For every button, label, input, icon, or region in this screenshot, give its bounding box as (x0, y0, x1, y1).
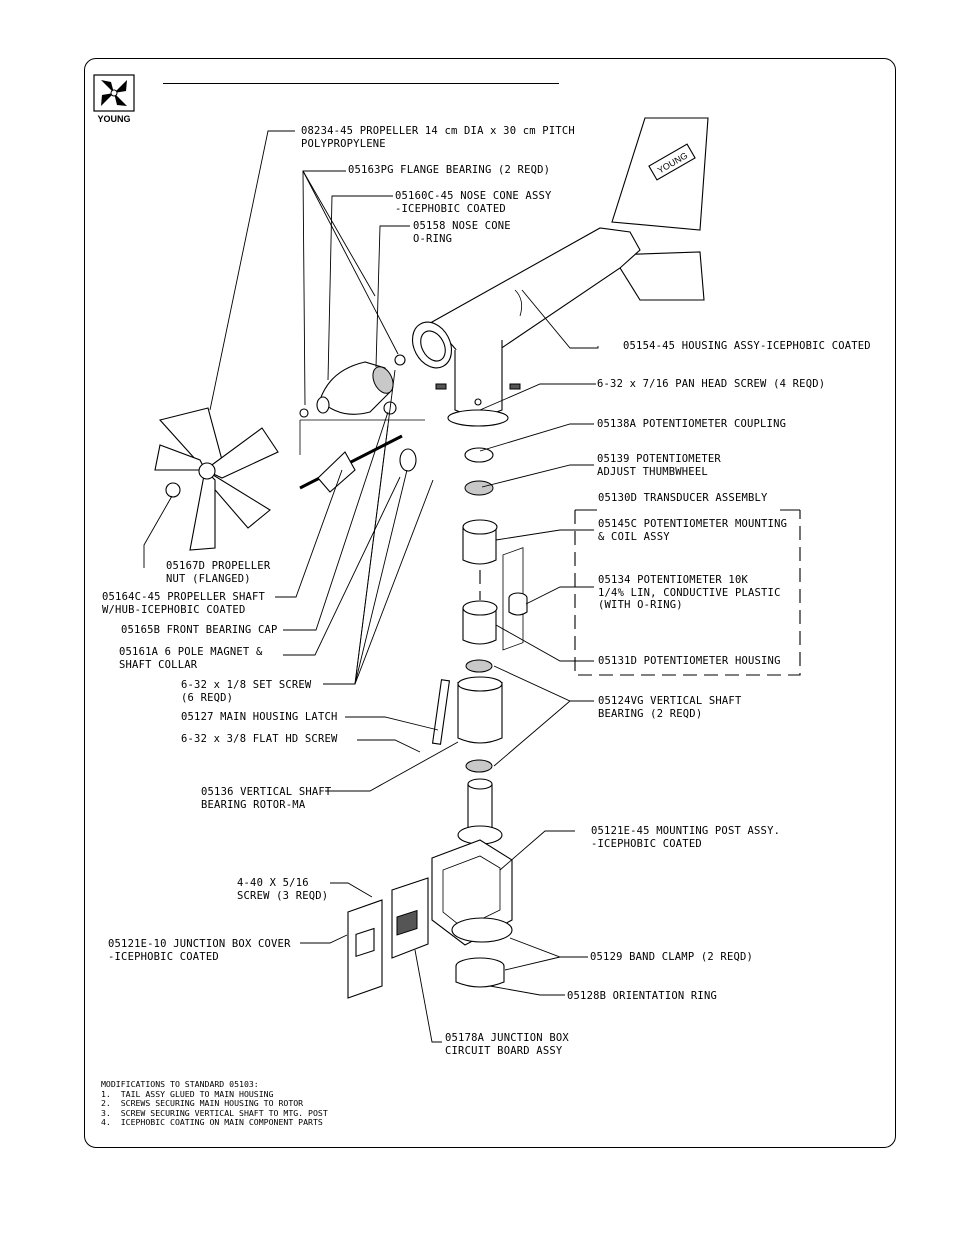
vertical-stack (431, 447, 513, 988)
housing-assembly (411, 227, 641, 427)
drawing-frame (84, 58, 896, 1148)
label-band-clamp: 05129 BAND CLAMP (2 REQD) (590, 951, 754, 963)
nose-cone-assembly (299, 354, 406, 418)
label-propeller-nut: 05167D PROPELLER NUT (FLANGED) (166, 560, 271, 585)
label-propeller-shaft: 05164C-45 PROPELLER SHAFT W/HUB-ICEPHOBI… (102, 591, 266, 616)
label-housing-assy: 05154-45 HOUSING ASSY-ICEPHOBIC COATED (623, 340, 871, 352)
tail-fin: YOUNG (611, 117, 709, 301)
leader-lines (143, 130, 599, 1043)
label-front-bearing-cap: 05165B FRONT BEARING CAP (121, 624, 278, 636)
label-jbox-board: 05178A JUNCTION BOX CIRCUIT BOARD ASSY (445, 1032, 569, 1057)
label-flange-bearing: 05163PG FLANGE BEARING (2 REQD) (348, 164, 551, 176)
label-main-latch: 05127 MAIN HOUSING LATCH (181, 711, 338, 723)
modifications-note: MODIFICATIONS TO STANDARD 05103: 1. TAIL… (101, 1079, 328, 1128)
junction-box (347, 877, 429, 999)
label-pot-thumbwheel: 05139 POTENTIOMETER ADJUST THUMBWHEEL (597, 453, 721, 478)
label-set-screw: 6-32 x 1/8 SET SCREW (6 REQD) (181, 679, 312, 704)
logo-text: YOUNG (97, 114, 130, 124)
label-pot-mounting: 05145C POTENTIOMETER MOUNTING & COIL ASS… (598, 518, 788, 543)
label-pan-head-screw: 6-32 x 7/16 PAN HEAD SCREW (4 REQD) (597, 378, 826, 390)
young-logo: YOUNG (93, 74, 135, 124)
title-rule (163, 83, 559, 84)
transducer-box (574, 510, 801, 676)
label-pot-10k: 05134 POTENTIOMETER 10K 1/4% LIN, CONDUC… (598, 574, 781, 611)
label-orientation-ring: 05128B ORIENTATION RING (567, 990, 717, 1002)
label-nose-cone-oring: 05158 NOSE CONE O-RING (413, 220, 511, 245)
label-jbox-cover: 05121E-10 JUNCTION BOX COVER -ICEPHOBIC … (108, 938, 291, 963)
propeller (154, 407, 279, 551)
label-vertical-bearing: 05124VG VERTICAL SHAFT BEARING (2 REQD) (598, 695, 742, 720)
label-propeller: 08234-45 PROPELLER 14 cm DIA x 30 cm PIT… (301, 125, 575, 150)
label-transducer: 05130D TRANSDUCER ASSEMBLY (598, 492, 768, 504)
label-screw-440: 4-40 X 5/16 SCREW (3 REQD) (237, 877, 329, 902)
label-nose-cone-assy: 05160C-45 NOSE CONE ASSY -ICEPHOBIC COAT… (395, 190, 552, 215)
propeller-shaft (299, 434, 417, 493)
label-magnet: 05161A 6 POLE MAGNET & SHAFT COLLAR (119, 646, 263, 671)
potentiometer (502, 547, 528, 651)
label-mounting-post: 05121E-45 MOUNTING POST ASSY. -ICEPHOBIC… (591, 825, 781, 850)
label-bearing-rotor: 05136 VERTICAL SHAFT BEARING ROTOR-MA (201, 786, 332, 811)
label-flat-hd-screw: 6-32 x 3/8 FLAT HD SCREW (181, 733, 338, 745)
label-pot-coupling: 05138A POTENTIOMETER COUPLING (597, 418, 787, 430)
label-pot-housing: 05131D POTENTIOMETER HOUSING (598, 655, 781, 667)
